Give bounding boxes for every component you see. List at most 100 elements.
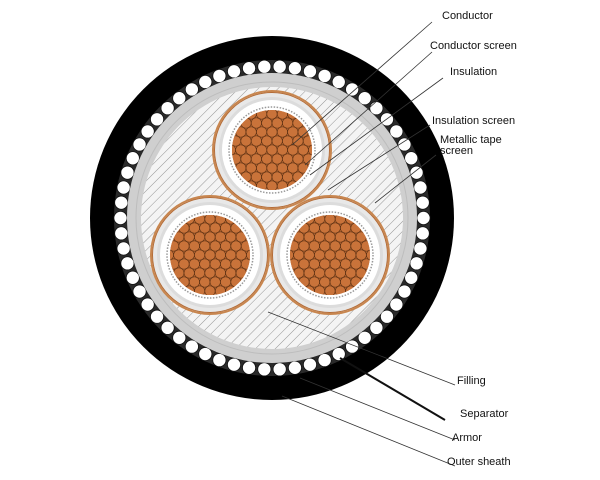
strand bbox=[245, 126, 257, 138]
armor-wire bbox=[409, 165, 424, 180]
conductor-strands bbox=[290, 215, 370, 295]
strand bbox=[292, 153, 304, 165]
armor-wire bbox=[369, 320, 384, 335]
armor-wire bbox=[272, 59, 287, 74]
strand bbox=[303, 249, 315, 261]
strand bbox=[329, 222, 341, 234]
strand bbox=[308, 144, 312, 156]
strand bbox=[183, 249, 195, 261]
strand bbox=[345, 231, 357, 243]
strand bbox=[214, 231, 226, 243]
armor-wire bbox=[379, 309, 394, 324]
armor-wire bbox=[114, 226, 129, 241]
armor-wires bbox=[113, 59, 431, 377]
armor-wire bbox=[212, 68, 227, 83]
strand bbox=[276, 144, 288, 156]
strand bbox=[319, 276, 331, 288]
armor-wire bbox=[113, 210, 128, 225]
armor-wire bbox=[242, 61, 257, 76]
strand bbox=[324, 231, 336, 243]
strand bbox=[250, 153, 262, 165]
armor-wire bbox=[415, 226, 430, 241]
strand bbox=[214, 249, 226, 261]
strand bbox=[287, 162, 299, 174]
strand bbox=[250, 171, 262, 183]
strand bbox=[256, 144, 268, 156]
leader-line-insulation bbox=[309, 77, 444, 176]
armor-wire bbox=[140, 124, 155, 139]
armor-wire bbox=[302, 64, 317, 79]
armor-wire bbox=[242, 360, 257, 375]
strand bbox=[204, 231, 216, 243]
strand bbox=[345, 267, 357, 279]
metallic-tape-edge bbox=[214, 92, 330, 208]
strand bbox=[261, 117, 273, 129]
strand bbox=[173, 249, 185, 261]
strand bbox=[204, 267, 216, 279]
strand bbox=[188, 240, 200, 252]
strand bbox=[199, 222, 211, 234]
armor-wire bbox=[114, 195, 129, 210]
conductor-strands bbox=[170, 215, 250, 295]
strand bbox=[220, 276, 232, 288]
strand bbox=[303, 231, 315, 243]
strand bbox=[303, 267, 315, 279]
strand bbox=[293, 249, 305, 261]
strand bbox=[324, 285, 336, 295]
leader-line-separator bbox=[339, 357, 446, 421]
armor-wire bbox=[331, 347, 346, 362]
strand bbox=[225, 249, 237, 261]
armor-wire bbox=[227, 64, 242, 79]
strand bbox=[225, 231, 237, 243]
armor-wire bbox=[404, 151, 419, 166]
strand bbox=[199, 276, 211, 288]
label-insulation: Insulation bbox=[450, 66, 498, 78]
cable-cores bbox=[150, 90, 390, 315]
leader-line-conductor-screen bbox=[304, 51, 433, 166]
strand bbox=[245, 144, 257, 156]
strand bbox=[214, 267, 226, 279]
strand bbox=[266, 110, 278, 120]
leader-line-metallic-tape bbox=[374, 154, 437, 204]
armor-wire bbox=[257, 362, 272, 377]
strand bbox=[297, 144, 309, 156]
label-filling: Filling bbox=[457, 375, 486, 387]
leader-lines bbox=[267, 21, 456, 467]
armor-wire bbox=[125, 151, 140, 166]
strand bbox=[188, 258, 200, 270]
strand bbox=[329, 240, 341, 252]
strand bbox=[282, 171, 294, 183]
strand bbox=[308, 276, 320, 288]
strand bbox=[220, 222, 232, 234]
core-3 bbox=[270, 195, 390, 315]
strand bbox=[350, 258, 362, 270]
armor-wire bbox=[409, 256, 424, 271]
strand bbox=[308, 222, 320, 234]
leader-line-conductor bbox=[291, 21, 433, 146]
core-2 bbox=[150, 195, 270, 315]
armor-wire bbox=[397, 137, 412, 152]
armor-wire bbox=[160, 320, 175, 335]
strand bbox=[256, 126, 268, 138]
strand bbox=[204, 215, 216, 225]
label-separator: Separator bbox=[460, 408, 509, 420]
strand bbox=[324, 215, 336, 225]
armor-wire bbox=[116, 180, 131, 195]
strand bbox=[340, 222, 352, 234]
strand bbox=[314, 249, 326, 261]
strand bbox=[183, 267, 195, 279]
strand bbox=[308, 240, 320, 252]
strand bbox=[298, 240, 310, 252]
armor-wire bbox=[132, 137, 147, 152]
strand bbox=[194, 267, 206, 279]
armor-wire bbox=[160, 101, 175, 116]
strand bbox=[240, 135, 252, 147]
armor-wire bbox=[317, 68, 332, 83]
armor-wire bbox=[287, 360, 302, 375]
label-conductor: Conductor bbox=[442, 10, 493, 22]
strand bbox=[319, 240, 331, 252]
label-conductor-screen: Conductor screen bbox=[430, 40, 517, 52]
conductor-strands bbox=[232, 110, 312, 190]
armor-wire bbox=[120, 165, 135, 180]
strand bbox=[261, 153, 273, 165]
